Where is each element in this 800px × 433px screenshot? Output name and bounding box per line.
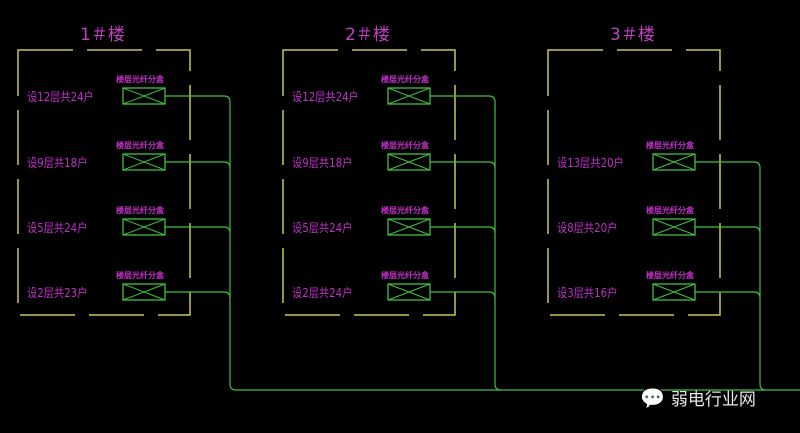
floor-label: 设2层共24户 <box>292 286 353 300</box>
cable <box>430 226 496 234</box>
box-cross <box>122 218 166 236</box>
watermark: 💬 弱电行业网 <box>640 385 756 411</box>
box-cross <box>387 87 431 105</box>
box-label: 楼层光纤分盒 <box>381 75 429 84</box>
box-label: 楼层光纤分盒 <box>381 271 429 280</box>
box-label: 楼层光纤分盒 <box>116 271 164 280</box>
floor-label: 设13层共20户 <box>557 156 624 170</box>
box-cross <box>122 283 166 301</box>
cable <box>165 161 231 169</box>
cable <box>430 161 496 169</box>
box-cross <box>652 283 696 301</box>
cable <box>430 95 496 103</box>
floor-label: 设5层共24户 <box>292 221 353 235</box>
floor-label: 设5层共24户 <box>27 221 88 235</box>
riser-cable <box>494 102 502 391</box>
building-outline <box>17 49 191 316</box>
building-outline <box>282 49 456 316</box>
floor-label: 设9层共18户 <box>292 156 353 170</box>
building-title: 1＃楼 <box>80 25 125 45</box>
box-cross <box>122 87 166 105</box>
box-label: 楼层光纤分盒 <box>116 206 164 215</box>
watermark-text: 弱电行业网 <box>670 390 756 410</box>
box-cross <box>652 153 696 171</box>
box-cross <box>387 218 431 236</box>
box-cross <box>122 153 166 171</box>
building-outline <box>547 49 721 316</box>
cable <box>165 95 231 103</box>
floor-label: 设2层共23户 <box>27 286 88 300</box>
box-label: 楼层光纤分盒 <box>381 141 429 150</box>
riser-cable <box>759 168 767 391</box>
building-title: 3＃楼 <box>610 25 655 45</box>
box-label: 楼层光纤分盒 <box>646 141 694 150</box>
riser-cable <box>229 102 237 391</box>
cable <box>430 291 496 299</box>
floor-label: 设9层共18户 <box>27 156 88 170</box>
box-cross <box>387 283 431 301</box>
cable <box>695 291 761 299</box>
box-label: 楼层光纤分盒 <box>381 206 429 215</box>
cable <box>695 226 761 234</box>
box-label: 楼层光纤分盒 <box>646 206 694 215</box>
wechat-icon: 💬 <box>640 385 665 410</box>
box-label: 楼层光纤分盒 <box>116 141 164 150</box>
cable <box>165 291 231 299</box>
floor-label: 设12层共24户 <box>27 90 94 104</box>
building-title: 2＃楼 <box>345 25 390 45</box>
box-label: 楼层光纤分盒 <box>116 75 164 84</box>
floor-label: 设12层共24户 <box>292 90 359 104</box>
floor-label: 设8层共20户 <box>557 221 618 235</box>
box-label: 楼层光纤分盒 <box>646 271 694 280</box>
floor-label: 设3层共16户 <box>557 286 618 300</box>
cable <box>695 161 761 169</box>
cable <box>165 226 231 234</box>
box-cross <box>387 153 431 171</box>
box-cross <box>652 218 696 236</box>
